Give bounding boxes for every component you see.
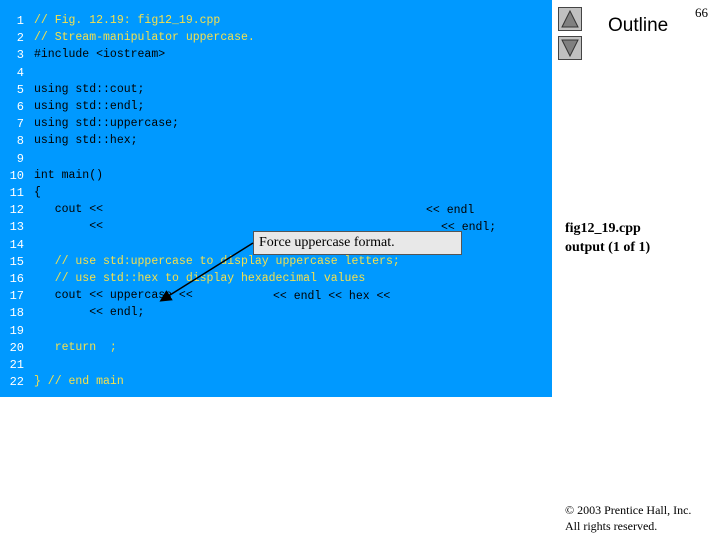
line-number: 19	[9, 323, 24, 338]
line-number: 6	[16, 100, 24, 114]
code-line: using std::endl;	[34, 100, 145, 113]
code-line: using std::hex;	[34, 134, 138, 148]
line-number: 16	[9, 272, 24, 286]
line-number: 9	[16, 151, 24, 166]
code-line: // use std:uppercase to display uppercas…	[34, 254, 400, 268]
line-number: 3	[16, 48, 24, 63]
code-line: << endl;	[34, 306, 145, 320]
line-number: 11	[9, 186, 24, 200]
callout-box: Force uppercase format.	[253, 231, 462, 255]
line-number: 7	[16, 117, 24, 132]
copyright: © 2003 Prentice Hall, Inc. All rights re…	[565, 502, 691, 534]
code-line: #include <iostream>	[34, 48, 166, 62]
copyright-line1: © 2003 Prentice Hall, Inc.	[565, 503, 692, 517]
outline-label: Outline	[608, 15, 669, 36]
line-number: 22	[9, 375, 24, 390]
line-number: 17	[9, 289, 24, 304]
line-number: 10	[9, 168, 24, 183]
code-line: // Fig. 12.19: fig12_19.cpp	[34, 14, 221, 27]
outline-up-button[interactable]	[558, 7, 582, 31]
line-number: 21	[9, 358, 24, 372]
triangle-up-icon	[561, 9, 579, 28]
code-line: {	[34, 186, 41, 199]
side-file-name: fig12_19.cpp	[565, 221, 641, 236]
line-number: 2	[16, 31, 24, 46]
triangle-down-icon	[561, 39, 579, 58]
code-line: cout << uppercase <<	[34, 289, 200, 303]
code-fragment-line17: << endl << hex <<	[273, 290, 391, 303]
code-line: using std::cout;	[34, 82, 145, 96]
code-line: <<	[34, 220, 110, 234]
code-panel	[0, 0, 552, 397]
line-number: 1	[16, 14, 24, 28]
code-fragment-line13: << endl;	[441, 221, 497, 234]
line-number: 13	[9, 220, 24, 235]
copyright-line2: All rights reserved.	[565, 519, 658, 533]
line-number-gutter	[0, 0, 28, 397]
line-number: 15	[9, 254, 24, 269]
side-file-info: fig12_19.cpp output (1 of 1)	[565, 219, 650, 257]
code-line: cout <<	[34, 203, 110, 217]
code-line: using std::uppercase;	[34, 117, 179, 131]
line-number: 20	[9, 340, 24, 355]
side-file-output: output (1 of 1)	[565, 240, 651, 255]
outline-down-button[interactable]	[558, 36, 582, 60]
code-line: // Stream-manipulator uppercase.	[34, 31, 255, 45]
line-number: 4	[16, 65, 24, 80]
line-number: 18	[9, 306, 24, 321]
code-line: int main()	[34, 168, 104, 182]
line-number: 5	[16, 82, 24, 97]
code-line: // use std::hex to display hexadecimal v…	[34, 272, 366, 285]
code-fragment-line12: << endl	[426, 204, 475, 217]
code-line: } // end main	[34, 375, 124, 389]
line-number: 8	[16, 134, 24, 149]
page-number: 66	[695, 5, 708, 20]
line-number: 12	[9, 203, 24, 218]
code-line: return ;	[34, 340, 117, 354]
line-number: 14	[9, 237, 24, 252]
